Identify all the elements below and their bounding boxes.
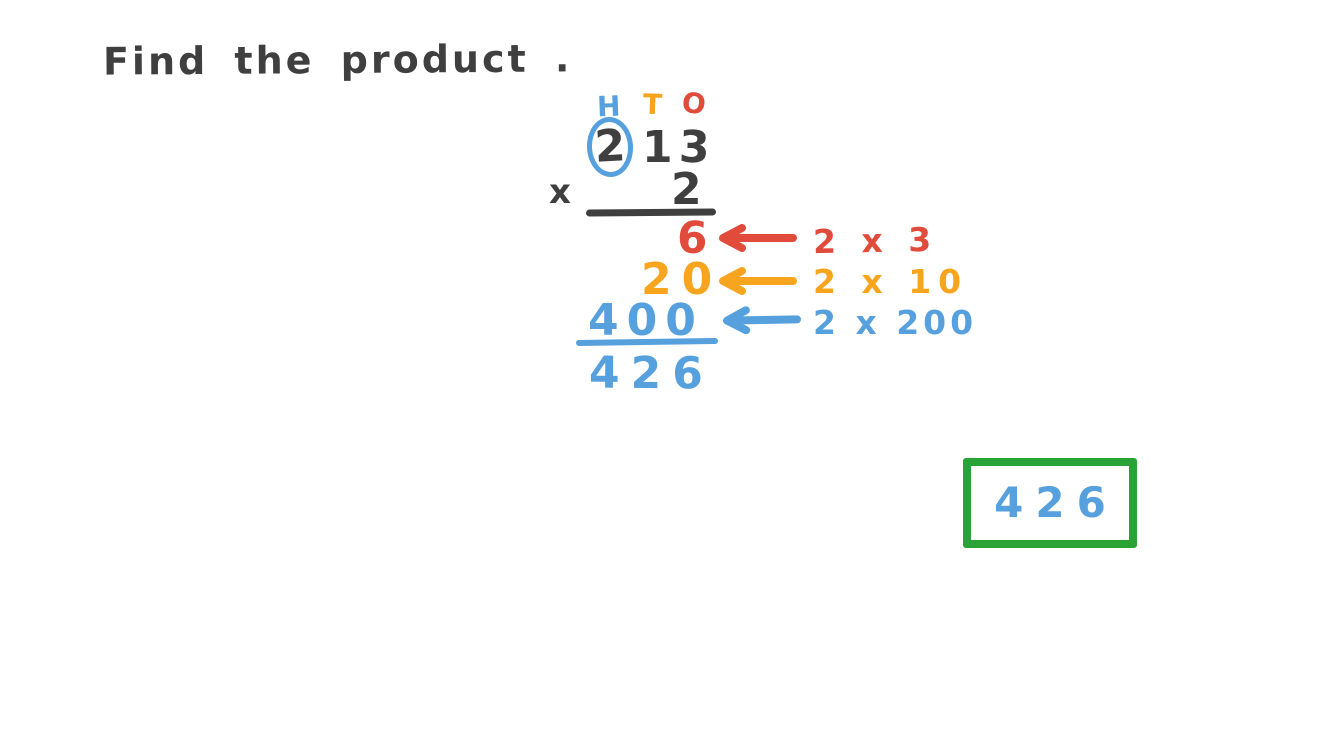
final-product: 426 bbox=[588, 347, 715, 400]
multiplicand-digit-tens: 1 bbox=[642, 122, 673, 173]
partial-product-ones-explanation: 2 x 3 bbox=[812, 219, 939, 262]
left-arrow-icon bbox=[714, 224, 798, 252]
multiplier-digit: 2 bbox=[671, 164, 702, 215]
circled-hundreds-digit: 2 bbox=[585, 115, 635, 179]
multiplicand-digit-hundreds: 2 bbox=[593, 120, 627, 173]
partial-product-hundreds-explanation: 2 x 200 bbox=[813, 303, 978, 342]
left-arrow-icon bbox=[718, 305, 802, 335]
answer-box: 426 bbox=[963, 458, 1137, 548]
page-title: Find the product . bbox=[102, 36, 573, 84]
answer-value: 426 bbox=[994, 478, 1118, 527]
left-arrow-icon bbox=[714, 267, 798, 295]
multiplication-sign: x bbox=[549, 172, 571, 212]
partial-product-tens-explanation: 2 x 10 bbox=[813, 262, 969, 301]
place-value-header-ones: O bbox=[679, 85, 708, 122]
partial-product-tens: 20 bbox=[641, 254, 723, 305]
partial-product-hundreds: 400 bbox=[588, 295, 704, 346]
place-value-header-tens: T bbox=[642, 87, 663, 122]
